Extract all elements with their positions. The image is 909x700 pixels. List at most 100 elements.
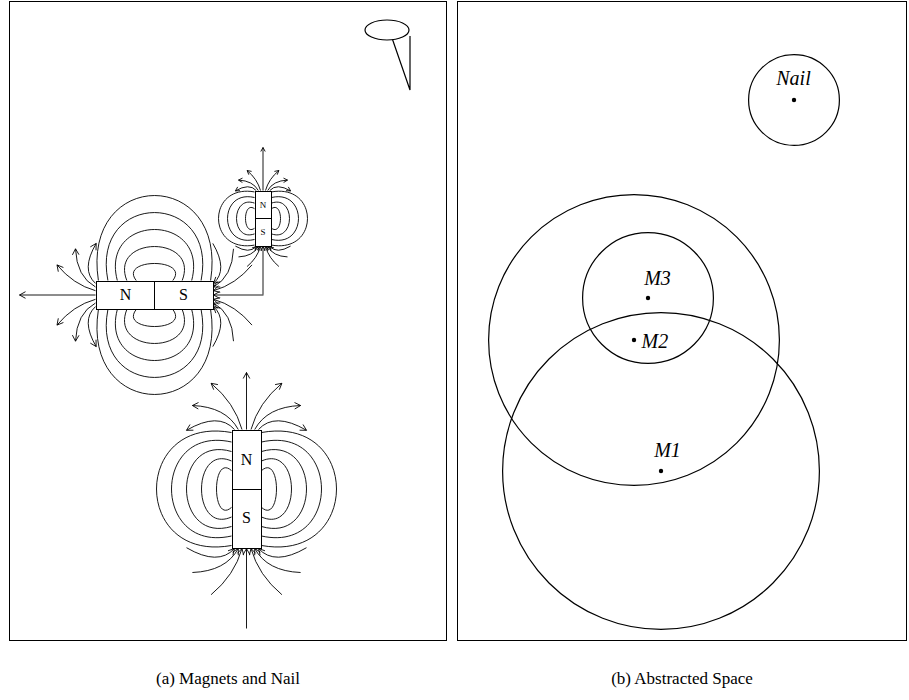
field-line (262, 468, 277, 511)
pole-label: S (260, 228, 265, 237)
field-line (259, 421, 307, 431)
circle-outline (748, 54, 839, 145)
influence-circle: Nail (748, 54, 840, 146)
field-line (72, 249, 95, 287)
circle-outline (502, 312, 820, 630)
panel-caption: (b) Abstracted Space (611, 670, 753, 687)
field-line (187, 548, 235, 558)
field-line (272, 197, 299, 241)
field-line (262, 431, 337, 547)
influence-circle: M3 (582, 232, 714, 364)
label-slot: M2 (642, 329, 669, 352)
label-slot: S (155, 282, 213, 309)
field-line (97, 196, 212, 281)
field-line (270, 187, 291, 191)
field-line (214, 292, 264, 299)
panel-caption: (a) Magnets and Nail (156, 670, 300, 687)
field-line (261, 148, 265, 191)
magnet-divider (233, 489, 261, 490)
circle-outline (488, 194, 779, 485)
circle-outline (502, 312, 819, 629)
field-line (88, 243, 96, 283)
field-line (211, 383, 242, 429)
field-line (213, 243, 221, 283)
field-line (115, 310, 193, 361)
field-line (265, 247, 279, 267)
field-line (202, 459, 232, 520)
field-line (214, 298, 253, 325)
field-line (106, 310, 203, 378)
field-line (268, 247, 288, 257)
field-line (133, 310, 175, 327)
influence-circle: M1 (502, 312, 820, 630)
circle-outline (582, 232, 713, 363)
field-line (272, 191, 308, 246)
nail-drawing (365, 20, 410, 90)
field-line (217, 468, 232, 511)
field-line (57, 299, 96, 325)
field-line (124, 310, 184, 344)
field-line (211, 549, 244, 595)
caption-slot: (a) Magnets and Nail (10, 669, 446, 689)
figure-panel: (b) Abstracted SpaceNailM2M3M1 (457, 1, 907, 641)
field-line (251, 383, 282, 429)
field-line (266, 171, 279, 191)
field-line (247, 171, 260, 191)
field-line (20, 292, 96, 299)
field-line (172, 440, 232, 537)
field-line (157, 431, 232, 547)
field-line (228, 197, 255, 241)
field-line (192, 549, 238, 573)
field-line (243, 549, 250, 629)
nail-head (365, 20, 409, 40)
field-line (115, 230, 193, 281)
field-line (272, 202, 290, 235)
bar-magnet: NS (255, 191, 272, 247)
field-line (261, 247, 265, 295)
field-line (249, 549, 282, 595)
magnet-divider (154, 282, 155, 309)
field-line (219, 191, 255, 246)
field-line (272, 207, 281, 229)
label-slot: N (233, 431, 261, 490)
circle-outline (582, 232, 714, 364)
label-slot: S (256, 219, 271, 246)
caption-slot: (b) Abstracted Space (458, 669, 906, 689)
pole-label: N (260, 201, 267, 210)
center-dot (791, 97, 795, 101)
circle-outline (488, 194, 780, 486)
point-label: M1 (654, 439, 681, 459)
field-line (106, 213, 203, 281)
nail-shank (392, 36, 410, 90)
magnet-divider (256, 218, 271, 219)
label-slot: Nail (776, 66, 810, 89)
field-lines (20, 148, 337, 629)
label-slot: M3 (644, 266, 671, 289)
label-slot: M1 (654, 438, 681, 461)
field-line (57, 265, 96, 291)
field-line (237, 202, 255, 235)
field-line (97, 310, 212, 395)
field-line (72, 303, 95, 341)
field-line (214, 249, 234, 287)
field-line (268, 178, 288, 190)
field-line (133, 263, 175, 280)
field-line (214, 265, 253, 292)
field-line (262, 459, 292, 520)
field-line (213, 307, 221, 347)
label-slot: N (97, 282, 155, 309)
field-line (88, 307, 96, 347)
field-line (187, 421, 235, 431)
field-line (262, 440, 322, 537)
field-line (235, 187, 256, 191)
pole-label: N (241, 452, 253, 468)
field-line (243, 373, 250, 430)
field-line (270, 246, 291, 251)
field-line (214, 303, 234, 341)
label-slot: S (233, 489, 261, 548)
field-line (262, 450, 307, 529)
influence-circle: M2 M3 (488, 194, 780, 486)
